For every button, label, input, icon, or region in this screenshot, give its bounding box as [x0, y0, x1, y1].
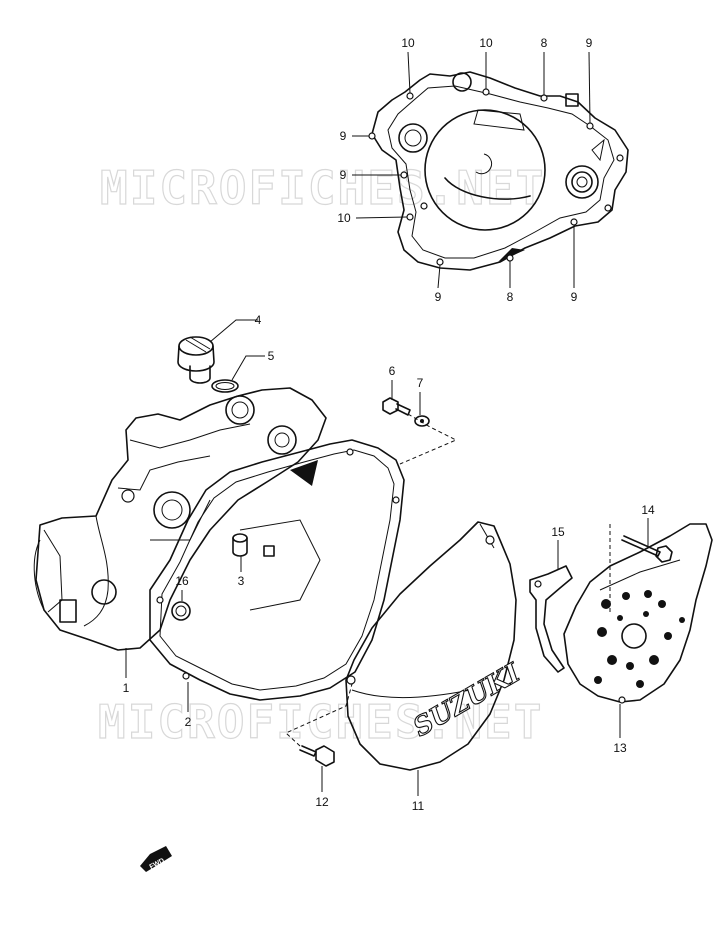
callout-bot-9a: 9 [435, 290, 442, 304]
watermark-bottom: MICROFICHES.NET [98, 695, 543, 749]
bottom-leaders [125, 319, 649, 796]
callout-part-6: 6 [389, 364, 396, 378]
filler-cap-part-4 [177, 336, 215, 384]
dowel-pin-part-3 [232, 533, 248, 557]
callout-top-10a: 10 [401, 36, 415, 50]
o-ring-part-5 [211, 379, 239, 393]
callout-top-9a: 9 [586, 36, 593, 50]
callout-part-13: 13 [613, 741, 627, 755]
callout-part-16: 16 [175, 574, 189, 588]
watermark-top: MICROFICHES.NET [100, 161, 545, 215]
callout-part-1: 1 [123, 681, 130, 695]
callout-part-2: 2 [185, 715, 192, 729]
callout-top-8a: 8 [541, 36, 548, 50]
guide-part-15 [529, 565, 573, 673]
callout-part-5: 5 [268, 349, 275, 363]
fwd-arrow-icon: FWD [140, 846, 172, 872]
gasket-part-2 [149, 439, 405, 701]
callout-part-12: 12 [315, 795, 329, 809]
washer-part-7 [414, 415, 430, 427]
bolt-part-14 [621, 535, 673, 563]
callout-part-15: 15 [551, 525, 565, 539]
top-view-leaders [352, 51, 591, 289]
o-ring-part-16 [171, 601, 191, 621]
crankcase-part-1 [33, 387, 327, 651]
callout-bot-8: 8 [507, 290, 514, 304]
callout-bot-9b: 9 [571, 290, 578, 304]
bolt-part-12 [299, 745, 335, 767]
callout-part-14: 14 [641, 503, 655, 517]
callout-numbers: 10 10 8 9 9 9 10 9 8 9 4 5 6 7 3 16 1 2 … [123, 36, 655, 813]
bolt-6-assembly-line [399, 413, 458, 465]
callout-left-9b: 9 [340, 168, 347, 182]
callout-top-10b: 10 [479, 36, 493, 50]
callout-part-3: 3 [238, 574, 245, 588]
bolt-part-6 [382, 397, 411, 416]
bolt-12-assembly-line [285, 683, 353, 747]
callout-left-9a: 9 [340, 129, 347, 143]
clutch-cover-inner-view [368, 71, 629, 271]
callout-part-11: 11 [412, 799, 425, 813]
sprocket-cover-part-13 [563, 523, 713, 704]
callout-part-7: 7 [417, 376, 424, 390]
callout-part-4: 4 [255, 313, 262, 327]
callout-left-10: 10 [337, 211, 351, 225]
